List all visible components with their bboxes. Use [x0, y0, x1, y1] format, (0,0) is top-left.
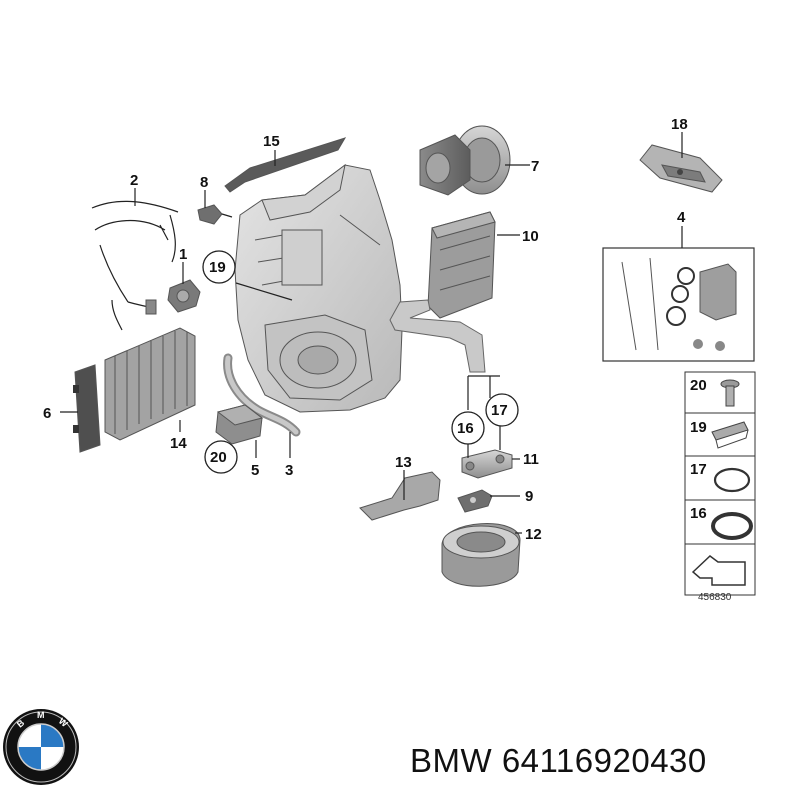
callout-19: 19: [209, 259, 226, 276]
part-4-kit-box: [602, 247, 755, 362]
o-ring-icon: [713, 467, 751, 493]
part-10-evaporator: [389, 211, 496, 373]
gasket-ring-icon: [711, 512, 753, 540]
callout-5: 5: [251, 462, 259, 479]
part-14-heater-core: [104, 327, 196, 441]
callout-16-circle: [451, 411, 485, 445]
part-1-actuator: [167, 279, 201, 313]
callout-20: 20: [210, 449, 227, 466]
callout-9: 9: [525, 488, 533, 505]
part-9-valve-bracket: [457, 489, 493, 513]
part-2-wiring-harness: [91, 200, 179, 331]
hvac-housing: [234, 163, 403, 413]
legend-label-17: 17: [690, 461, 707, 478]
reference-arrow-icon: [691, 555, 746, 586]
part-6-gasket-plate: [73, 364, 101, 453]
callout-12: 12: [525, 526, 542, 543]
callout-1: 1: [179, 246, 187, 263]
callouts: 15 7 10 18 4 2 8 1 19 6 14 20 5 3 16 17 …: [43, 116, 688, 543]
svg-text:M: M: [37, 710, 45, 720]
svg-text:B: B: [15, 717, 27, 729]
part-15-seal-strip: [224, 137, 347, 193]
callout-6: 6: [43, 405, 51, 422]
part-11-expansion-valve: [461, 449, 513, 479]
part-12-blower-housing: [441, 523, 521, 587]
legend-label-20: 20: [690, 377, 707, 394]
part-5-control-module: [215, 404, 264, 445]
legend-label-16: 16: [690, 505, 707, 522]
callout-15: 15: [263, 133, 280, 150]
leader-lines: [60, 132, 683, 534]
part-number-caption: BMW 64116920430: [410, 742, 707, 779]
callout-17-circle: [485, 393, 519, 427]
legend-label-19: 19: [690, 419, 707, 436]
part-8-sensor: [197, 204, 233, 225]
callout-19-circle: [202, 250, 236, 284]
screw-icon: [720, 379, 740, 407]
bmw-logo: B M W: [3, 709, 79, 785]
callout-3: 3: [285, 462, 293, 479]
legend-table: 20 19 17 16: [684, 371, 756, 596]
part-3-drain-hose: [223, 353, 301, 437]
part-18-bracket: [639, 144, 723, 193]
callout-17: 17: [491, 402, 508, 419]
part-7-blower-motor: [419, 125, 511, 196]
callout-18: 18: [671, 116, 688, 133]
callout-7: 7: [531, 158, 539, 175]
callout-16: 16: [457, 420, 474, 437]
clip-icon: [711, 421, 749, 449]
callout-14: 14: [170, 435, 187, 452]
figure-code: 456830: [698, 592, 732, 603]
callout-8: 8: [200, 174, 208, 191]
callout-13: 13: [395, 454, 412, 471]
callout-10: 10: [522, 228, 539, 245]
callout-11: 11: [523, 451, 539, 468]
callout-4: 4: [677, 209, 686, 226]
callout-20-circle: [204, 440, 238, 474]
callout-2: 2: [130, 172, 138, 189]
part-13-mounting-bracket: [359, 471, 441, 521]
